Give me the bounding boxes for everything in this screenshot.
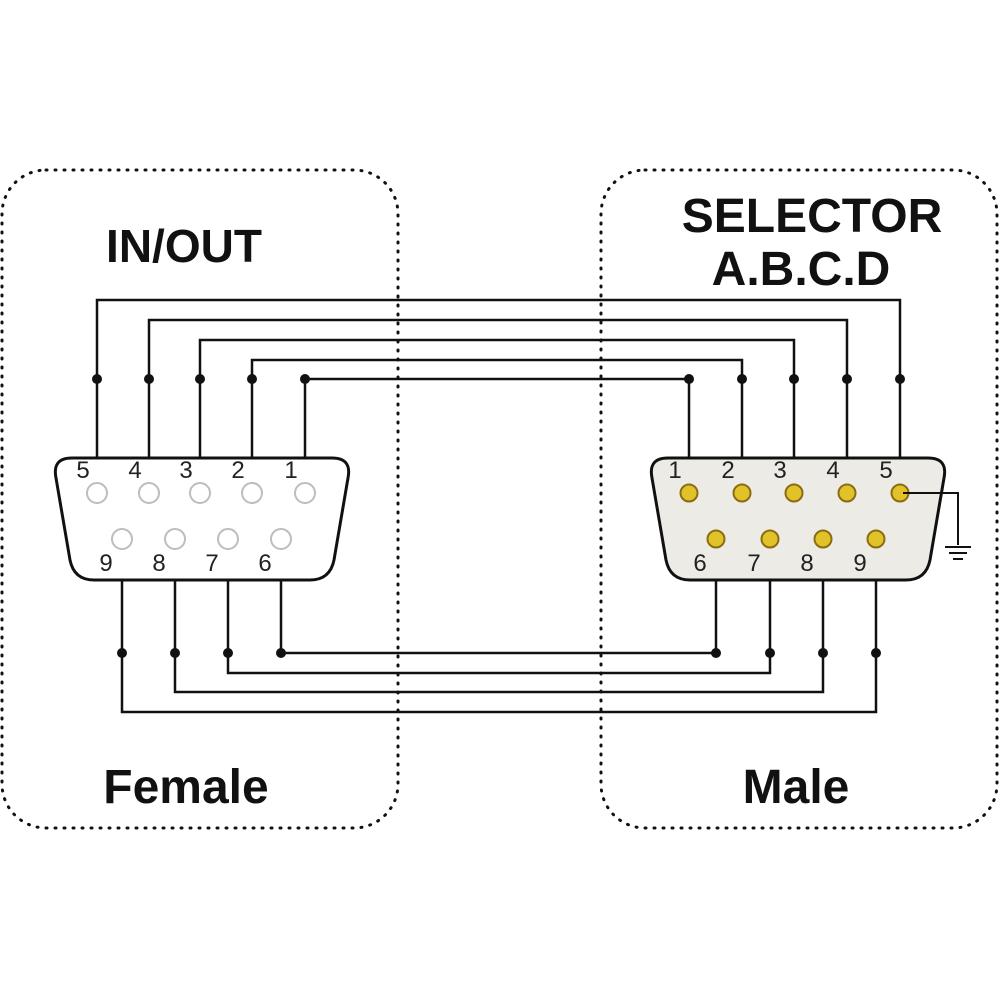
wire-line <box>226 539 772 675</box>
female-connector-shell <box>53 456 351 582</box>
female-pin-number-5: 5 <box>76 457 89 484</box>
junction-dot <box>144 374 154 384</box>
female-pin-number-9: 9 <box>99 550 112 577</box>
male-pin-8 <box>813 529 833 549</box>
wire-pin-7 <box>223 539 775 675</box>
male-pin-7 <box>760 529 780 549</box>
junction-dot <box>223 648 233 658</box>
junction-dot <box>895 374 905 384</box>
male-pin-group: 1 2 3 4 5 6 7 8 9 <box>668 457 910 577</box>
wire-pin-6 <box>276 539 721 658</box>
female-pin-3 <box>189 482 211 504</box>
junction-dot <box>871 648 881 658</box>
junction-dot <box>300 374 310 384</box>
male-pin-number-1: 1 <box>668 457 681 484</box>
junction-dot <box>117 648 127 658</box>
wire-line <box>303 377 691 493</box>
wire-line <box>250 358 744 493</box>
wire-line <box>279 539 718 655</box>
left-panel-title: IN/OUT <box>106 220 262 272</box>
male-pin-6 <box>706 529 726 549</box>
male-pin-number-6: 6 <box>693 550 706 577</box>
wire-pin-9 <box>117 539 881 714</box>
right-panel-title-line1: SELECTOR <box>682 190 942 243</box>
wire-line <box>95 298 902 493</box>
female-pin-number-7: 7 <box>205 550 218 577</box>
junction-dot <box>818 648 828 658</box>
male-pin-number-5: 5 <box>879 457 892 484</box>
female-pin-group: 5 4 3 2 1 9 8 7 6 <box>76 457 316 577</box>
female-pin-5 <box>86 482 108 504</box>
junction-dot <box>195 374 205 384</box>
male-pin-2 <box>732 483 752 503</box>
male-pin-1 <box>679 483 699 503</box>
male-pin-4 <box>837 483 857 503</box>
wire-line <box>198 338 796 493</box>
wire-pin-5 <box>92 298 905 493</box>
junction-dot <box>247 374 257 384</box>
male-pin-number-7: 7 <box>747 550 760 577</box>
wire-pin-8 <box>170 539 828 694</box>
left-panel-caption: Female <box>103 761 268 814</box>
female-pin-6 <box>270 528 292 550</box>
wire-pin-3 <box>195 338 799 493</box>
junction-dot <box>711 648 721 658</box>
male-pin-number-4: 4 <box>826 457 839 484</box>
wire-line <box>120 539 878 714</box>
junction-dot <box>765 648 775 658</box>
male-pin-number-2: 2 <box>721 457 734 484</box>
female-pin-number-8: 8 <box>152 550 165 577</box>
right-panel-caption: Male <box>743 761 850 814</box>
wire-pin-4 <box>144 318 852 493</box>
female-pin-2 <box>241 482 263 504</box>
junction-dot <box>276 648 286 658</box>
wire-pin-2 <box>247 358 747 493</box>
female-pin-number-4: 4 <box>128 457 141 484</box>
wire-pin-1 <box>300 374 694 493</box>
junction-dot <box>92 374 102 384</box>
left-panel-box <box>0 168 400 830</box>
female-pin-1 <box>294 482 316 504</box>
female-pin-7 <box>217 528 239 550</box>
male-pin-3 <box>784 483 804 503</box>
junction-dot <box>170 648 180 658</box>
male-connector-shell <box>649 456 947 582</box>
junction-dot <box>789 374 799 384</box>
wire-group <box>92 298 905 714</box>
female-pin-number-6: 6 <box>258 550 271 577</box>
junction-dot <box>737 374 747 384</box>
junction-dot <box>842 374 852 384</box>
male-pin-number-3: 3 <box>773 457 786 484</box>
wire-line <box>147 318 849 493</box>
female-pin-number-2: 2 <box>231 457 244 484</box>
female-pin-9 <box>111 528 133 550</box>
ground-icon <box>903 492 971 560</box>
male-pin-number-9: 9 <box>853 550 866 577</box>
male-pin-number-8: 8 <box>800 550 813 577</box>
wire-line <box>173 539 825 694</box>
junction-dot <box>684 374 694 384</box>
female-pin-8 <box>164 528 186 550</box>
female-pin-number-1: 1 <box>284 457 297 484</box>
female-pin-number-3: 3 <box>179 457 192 484</box>
right-panel-title-line2: A.B.C.D <box>712 243 891 296</box>
right-panel-box <box>599 168 999 830</box>
male-pin-9 <box>866 529 886 549</box>
female-pin-4 <box>138 482 160 504</box>
